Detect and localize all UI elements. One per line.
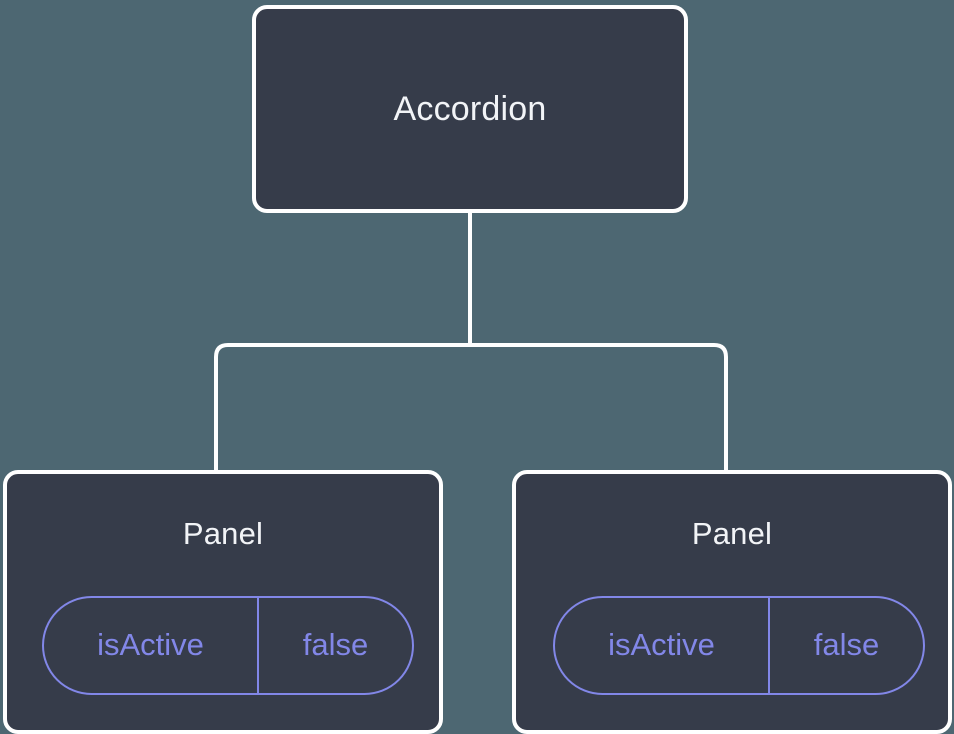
edge-to-panel-left bbox=[214, 343, 470, 472]
node-panel-right[interactable]: Panel isActive false bbox=[512, 470, 952, 734]
node-panel-left[interactable]: Panel isActive false bbox=[3, 470, 443, 734]
state-badge-right-key: isActive bbox=[555, 598, 770, 693]
state-badge-right[interactable]: isActive false bbox=[553, 596, 925, 695]
state-badge-left[interactable]: isActive false bbox=[42, 596, 414, 695]
node-panel-left-label: Panel bbox=[182, 516, 264, 551]
edge-to-panel-right bbox=[470, 343, 728, 472]
node-accordion[interactable]: Accordion bbox=[252, 5, 688, 213]
state-badge-left-key: isActive bbox=[44, 598, 259, 693]
state-badge-right-value: false bbox=[813, 627, 880, 662]
state-badge-left-value: false bbox=[302, 627, 369, 662]
node-panel-right-label: Panel bbox=[691, 516, 773, 551]
node-accordion-label: Accordion bbox=[393, 90, 547, 128]
